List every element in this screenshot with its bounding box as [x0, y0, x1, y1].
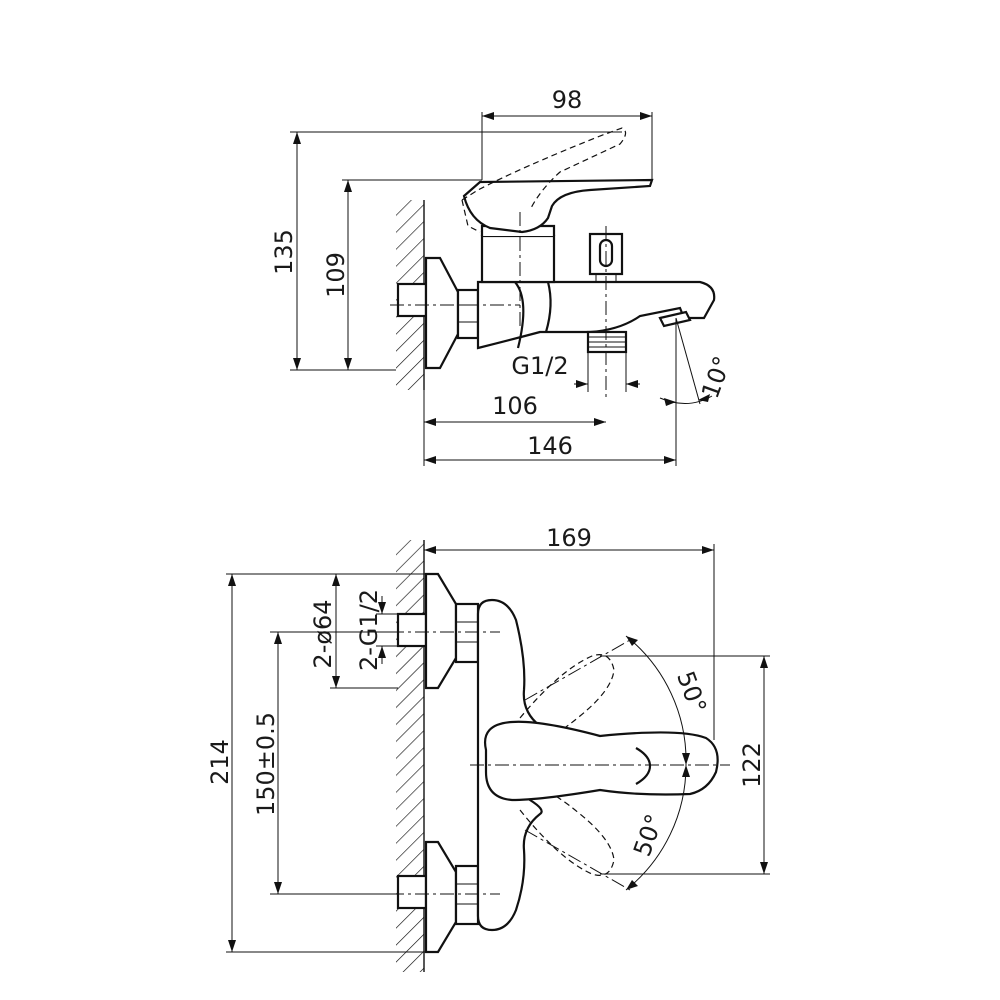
dim-214-label: 214: [206, 739, 234, 785]
dim-106-label: 106: [492, 392, 538, 420]
lever-side: [461, 127, 654, 234]
dim-inlet-dia: 2-ø64: [309, 573, 398, 689]
dim-98: 98: [481, 86, 653, 180]
top-view: 169 214 150±0.5 2-ø64: [206, 524, 770, 972]
lever-top: [483, 720, 719, 802]
dim-angle-lower-label: 50°: [628, 810, 669, 860]
inlet-upper: [396, 572, 480, 690]
inlet-lower: [396, 840, 480, 954]
dim-146-label: 146: [527, 432, 573, 460]
dim-thread: G1/2: [511, 352, 640, 392]
dim-169-label: 169: [546, 524, 592, 552]
dim-135-label: 135: [270, 229, 298, 275]
dim-angle-10: 10°: [659, 317, 737, 420]
inlet-side: [396, 256, 480, 370]
dim-inlet-thread: 2-G1/2: [355, 589, 398, 671]
dim-135: 135: [270, 131, 622, 371]
dim-146: 146: [424, 420, 677, 466]
dim-thread-label: G1/2: [511, 352, 568, 380]
centerline: [524, 639, 631, 701]
dim-106: 106: [423, 390, 606, 466]
dim-angle-10-label: 10°: [696, 352, 737, 402]
dim-169: 169: [424, 524, 715, 740]
mixer-body-side: [476, 224, 716, 354]
centerline: [524, 829, 631, 891]
dim-inlet-thread-label: 2-G1/2: [355, 589, 383, 671]
dim-98-label: 98: [552, 86, 583, 114]
dim-inlet-dia-label: 2-ø64: [309, 599, 337, 668]
dim-109-label: 109: [322, 252, 350, 298]
dim-150-label: 150±0.5: [252, 712, 280, 816]
side-view: 98 135 109 G1/2: [270, 86, 737, 466]
dim-122: 122: [600, 655, 770, 875]
dim-122-label: 122: [738, 742, 766, 788]
dim-109: 109: [322, 179, 482, 370]
dim-150: 150±0.5: [252, 631, 398, 895]
lever-alt-positions: [519, 654, 615, 876]
